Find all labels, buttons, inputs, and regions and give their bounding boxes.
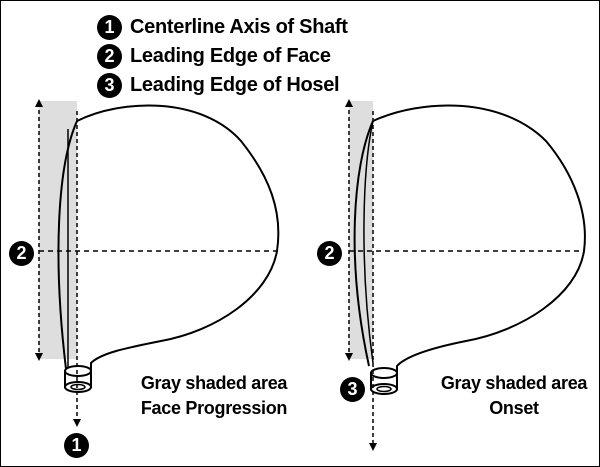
- hosel: [64, 365, 92, 393]
- marker-shaft-axis-left: 1: [64, 433, 89, 458]
- face-leading-edge: [353, 120, 374, 367]
- legend: 1 Centerline Axis of Shaft 2 Leading Edg…: [97, 13, 397, 100]
- legend-item-face-edge: 2 Leading Edge of Face: [97, 42, 397, 71]
- hosel: [370, 367, 398, 395]
- number-badge: 1: [97, 15, 122, 40]
- caption-line: Gray shaded area: [440, 373, 588, 393]
- left-caption: Gray shaded area Face Progression: [129, 371, 299, 421]
- legend-item-shaft-axis: 1 Centerline Axis of Shaft: [97, 13, 397, 42]
- face-leading-edge: [57, 120, 78, 370]
- caption-line: Gray shaded area: [140, 373, 288, 393]
- club-head-outline: [372, 104, 586, 373]
- legend-label: Leading Edge of Hosel: [130, 74, 340, 96]
- legend-label: Centerline Axis of Shaft: [130, 16, 348, 38]
- right-club-head: [345, 99, 586, 451]
- number-badge: 3: [97, 73, 122, 98]
- caption-line: Face Progression: [140, 398, 288, 418]
- marker-face-edge-right: 2: [317, 241, 342, 266]
- legend-label: Leading Edge of Face: [130, 45, 331, 67]
- marker-face-edge-left: 2: [9, 241, 34, 266]
- club-head-outline: [76, 104, 280, 373]
- face-back-line: [363, 120, 374, 364]
- number-badge: 2: [97, 44, 122, 69]
- right-caption: Gray shaded area Onset: [429, 371, 599, 421]
- caption-line: Onset: [489, 398, 539, 418]
- marker-hosel-edge-right: 3: [340, 377, 365, 402]
- legend-item-hosel-edge: 3 Leading Edge of Hosel: [97, 71, 397, 100]
- left-club-head: [35, 99, 280, 427]
